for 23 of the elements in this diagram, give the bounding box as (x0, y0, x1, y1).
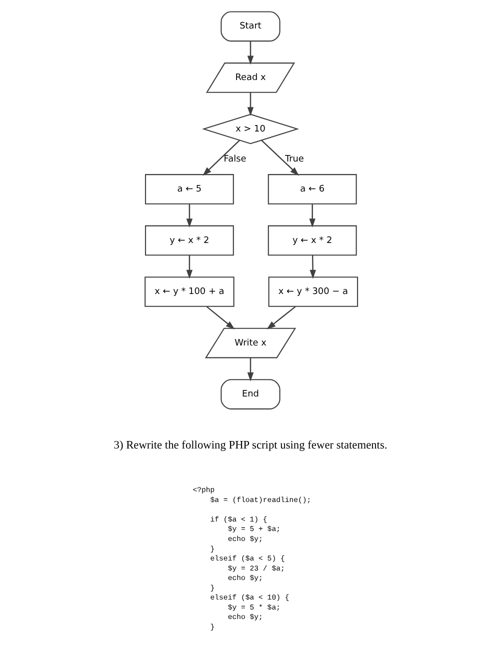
arrow (186, 204, 192, 228)
node-box: x ← y * 300 − a (268, 276, 358, 307)
node-box: End (220, 379, 280, 410)
arrow (246, 358, 254, 382)
edge-label: False (223, 154, 246, 164)
arrow (266, 306, 296, 330)
edge-label: True (284, 154, 304, 164)
node-box: Start (220, 11, 280, 42)
arrow (308, 204, 315, 228)
arrow (260, 140, 299, 176)
label: 3) Rewrite the following PHP script using fewer statements. (113, 440, 387, 452)
arrow (206, 306, 234, 330)
arrow (246, 92, 254, 116)
arrow (309, 255, 316, 279)
arrow (246, 41, 254, 65)
node-box: y ← x * 2 (267, 225, 356, 256)
node-box: a ← 6 (267, 174, 356, 204)
node-diamond: x > 10 (201, 114, 299, 144)
node-box: x ← y * 100 + a (144, 276, 234, 307)
arrow (186, 255, 192, 279)
node-box: a ← 5 (144, 174, 234, 204)
node-box: y ← x * 2 (144, 225, 234, 256)
arrow (202, 140, 240, 176)
